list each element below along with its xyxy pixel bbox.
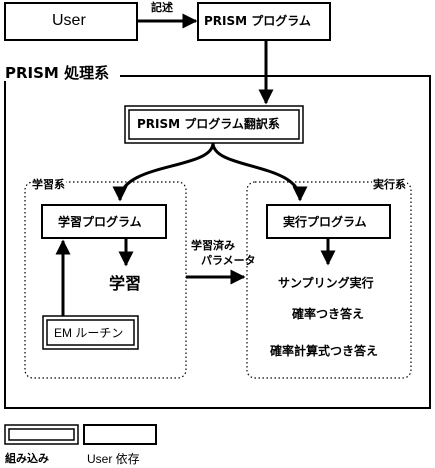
translator-box-outer [124, 105, 304, 144]
describe-label: 記述 [151, 1, 173, 14]
user-label: User [52, 12, 86, 29]
probability-label: 確率つき答え [292, 307, 365, 321]
em-routine-box-inner [46, 319, 135, 346]
prism-program-label: PRISM プログラム [204, 14, 311, 28]
translator-label: PRISM プログラム翻訳系 [137, 117, 280, 131]
translator-to-learning-arrow [112, 142, 215, 202]
execution-system-label: 実行系 [372, 178, 407, 191]
prism-system-frame [4, 70, 431, 409]
legend-user-label: User 依存 [87, 452, 140, 466]
em-routine-label: EM ルーチン [54, 326, 124, 340]
probability-formula-label: 確率計算式つき答え [270, 344, 379, 358]
legend-builtin-box-outer [4, 424, 79, 445]
sampling-label: サンプリング実行 [278, 276, 374, 290]
legend-builtin-box-inner [8, 428, 75, 441]
execution-program-box [266, 204, 391, 239]
learning-program-label: 学習プログラム [58, 215, 142, 229]
learning-system-frame [24, 181, 187, 379]
learning-program-box [41, 204, 167, 239]
learning-label: 学習 [109, 274, 142, 293]
prism-program-box [197, 2, 331, 41]
legend-user-box [83, 424, 157, 445]
translator-box-inner [128, 109, 300, 140]
em-routine-box-outer [42, 315, 139, 350]
translator-to-execution-arrow [211, 142, 308, 202]
legend-builtin-label: 組み込み [5, 452, 49, 465]
execution-program-label: 実行プログラム [283, 215, 367, 229]
prism-system-label: PRISM 処理系 [3, 64, 112, 82]
learned-params-label-1: 学習済み [191, 239, 235, 252]
user-box [4, 2, 138, 41]
learning-system-label: 学習系 [31, 178, 66, 191]
learned-params-label-2: パラメータ [201, 254, 256, 267]
